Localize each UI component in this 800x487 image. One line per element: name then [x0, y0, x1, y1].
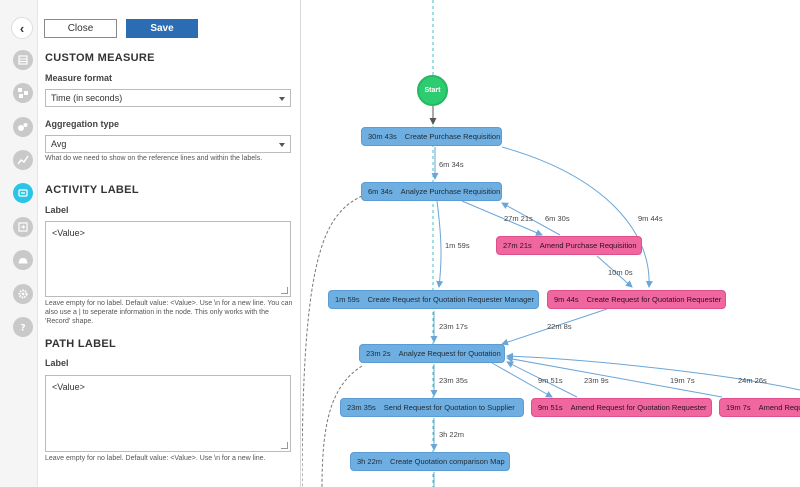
process-icon[interactable] [13, 83, 33, 103]
back-icon[interactable]: ‹ [11, 17, 33, 39]
edge-19m7s [506, 355, 723, 398]
close-button[interactable]: Close [44, 19, 117, 38]
resize-grip-icon[interactable] [281, 442, 288, 449]
help-icon[interactable]: ? [13, 317, 33, 337]
edge-label: 6m 34s [439, 160, 464, 169]
aggregation-type-select[interactable]: Avg [45, 135, 291, 153]
cloud-icon[interactable] [13, 250, 33, 270]
edge-23m9s [506, 361, 578, 398]
chevron-down-icon [279, 143, 285, 147]
resize-grip-icon[interactable] [281, 287, 288, 294]
edge-label: 9m 51s [538, 376, 563, 385]
path-label-help-text: Leave empty for no label. Default value:… [45, 455, 266, 462]
bubbles-icon[interactable] [13, 117, 33, 137]
edge-label: 10m 0s [608, 268, 633, 277]
edge-label: 23m 17s [439, 322, 468, 331]
path-label-field-label: Label [45, 358, 69, 368]
activity-label-heading: ACTIVITY LABEL [45, 184, 139, 196]
edge-label: 27m 21s [504, 214, 533, 223]
import-icon[interactable] [13, 217, 33, 237]
measure-format-label: Measure format [45, 73, 113, 83]
edge-9m44s [501, 146, 653, 288]
edge-label: 3h 22m [439, 430, 465, 439]
edge-label: 23m 35s [439, 376, 468, 385]
activity-label-field-label: Label [45, 205, 69, 215]
custom-measure-heading: CUSTOM MEASURE [45, 52, 155, 64]
custom-measure-icon[interactable] [13, 183, 33, 203]
edge-label: 6m 30s [545, 214, 570, 223]
svg-text:?: ? [20, 324, 25, 334]
aggregation-help-text: What do we need to show on the reference… [45, 155, 263, 162]
process-edges [302, 0, 800, 487]
edge-label: 24m 26s [738, 376, 767, 385]
activity-label-textarea[interactable]: <Value> [45, 221, 291, 297]
loop-dashed-1 [302, 195, 363, 487]
path-label-value: <Value> [52, 382, 85, 392]
edge-label: 19m 7s [670, 376, 695, 385]
table-icon[interactable] [13, 50, 33, 70]
line-chart-icon[interactable] [13, 150, 33, 170]
edge-label: 22m 8s [547, 322, 572, 331]
edge-label: 1m 59s [445, 241, 470, 250]
edge-1m59s [436, 200, 444, 288]
gear-icon[interactable] [13, 284, 33, 304]
edge-9m51s [491, 362, 553, 398]
measure-format-select[interactable]: Time (in seconds) [45, 89, 291, 107]
path-label-textarea[interactable]: <Value> [45, 375, 291, 452]
activity-label-value: <Value> [52, 228, 85, 238]
settings-panel: Close Save CUSTOM MEASURE Measure format… [38, 0, 301, 487]
aggregation-type-label: Aggregation type [45, 119, 120, 129]
edge-label: 23m 9s [584, 376, 609, 385]
edge-6m30s [501, 202, 561, 236]
loop-dashed-2 [321, 365, 363, 487]
chevron-down-icon [279, 97, 285, 101]
start-node[interactable]: Start [417, 75, 448, 106]
edge-22m8s [501, 308, 608, 346]
edge-27m21s [461, 200, 543, 236]
icon-rail: ‹ ? [0, 0, 38, 487]
path-label-heading: PATH LABEL [45, 338, 117, 350]
aggregation-type-value: Avg [51, 139, 67, 149]
measure-format-value: Time (in seconds) [51, 93, 123, 103]
edge-10m0s [596, 255, 633, 288]
edge-label: 9m 44s [638, 214, 663, 223]
activity-label-help-text: Leave empty for no label. Default value:… [45, 300, 293, 325]
edge-24m26s [506, 352, 800, 391]
save-button[interactable]: Save [126, 19, 198, 38]
